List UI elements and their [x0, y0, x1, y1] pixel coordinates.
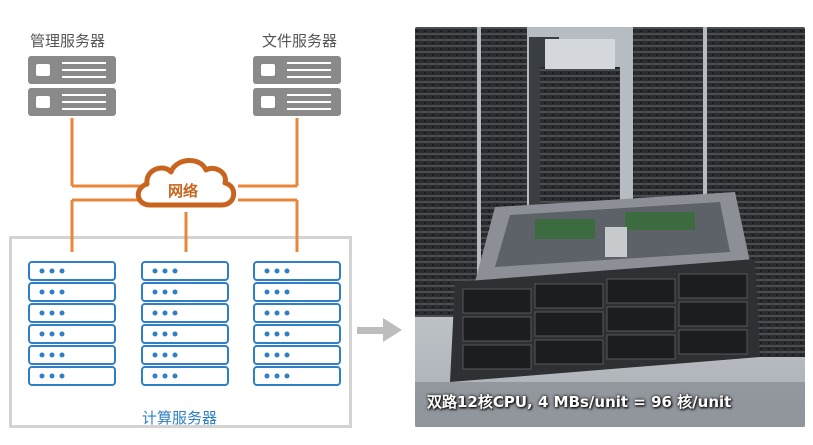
compute-server-unit — [253, 345, 341, 365]
photo-caption: 双路12核CPU, 4 MBs/unit = 96 核/unit — [427, 393, 732, 411]
compute-server-unit — [253, 282, 341, 302]
compute-server-stack-1 — [28, 261, 116, 386]
compute-server-unit — [28, 261, 116, 281]
compute-server-unit — [141, 324, 229, 344]
compute-server-unit — [28, 345, 116, 365]
cloud-icon — [135, 158, 237, 208]
compute-server-unit — [141, 261, 229, 281]
compute-server-unit — [141, 345, 229, 365]
compute-server-unit — [28, 282, 116, 302]
network-label: 网络 — [168, 182, 198, 200]
compute-server-unit — [28, 303, 116, 323]
compute-server-stack-3 — [253, 261, 341, 386]
compute-server-unit — [28, 324, 116, 344]
compute-servers-label: 计算服务器 — [142, 409, 218, 427]
compute-server-unit — [141, 366, 229, 386]
compute-server-unit — [253, 324, 341, 344]
file-server-icon — [253, 56, 341, 116]
management-server-label: 管理服务器 — [30, 32, 106, 50]
compute-server-stack-2 — [141, 261, 229, 386]
compute-server-unit — [141, 282, 229, 302]
compute-server-unit — [253, 303, 341, 323]
server-rack-illustration — [415, 27, 805, 427]
compute-server-unit — [141, 303, 229, 323]
right-arrow-icon — [357, 318, 402, 342]
compute-server-unit — [253, 261, 341, 281]
network-links — [70, 118, 299, 252]
management-server-icon — [28, 56, 116, 116]
file-server-label: 文件服务器 — [262, 32, 338, 50]
server-rack-photo — [415, 27, 805, 427]
compute-server-unit — [253, 366, 341, 386]
compute-server-unit — [28, 366, 116, 386]
